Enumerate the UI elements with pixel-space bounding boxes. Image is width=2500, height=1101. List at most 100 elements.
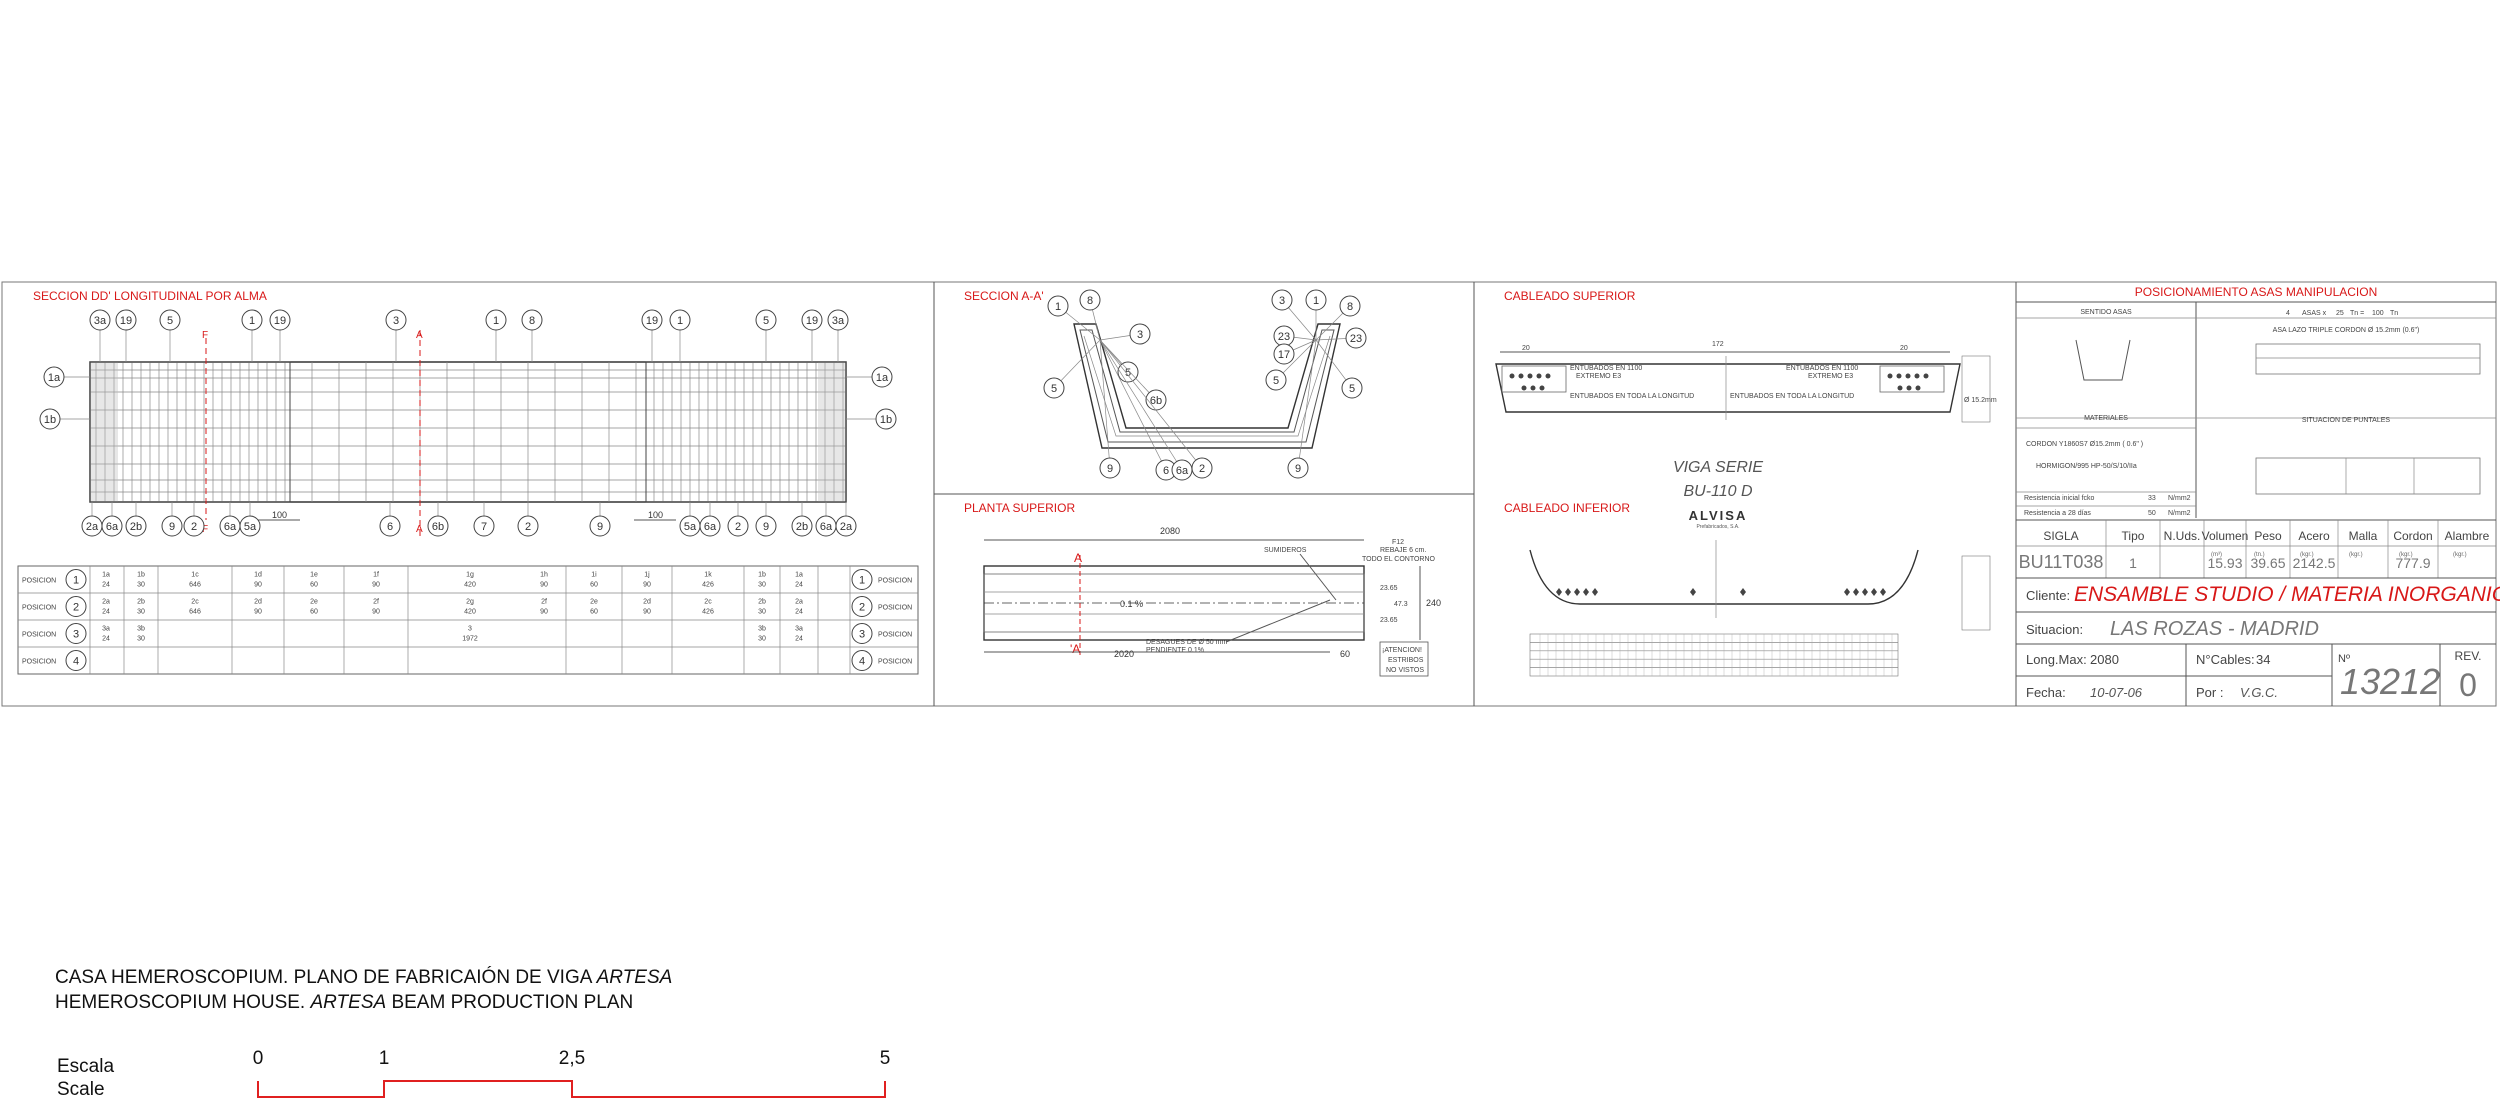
callout-top-11: 19 bbox=[801, 309, 823, 362]
extremo-left: EXTREMO E3 bbox=[1576, 373, 1621, 380]
spec-header-3: Volumen bbox=[2202, 529, 2249, 543]
cell-2-3-id: 3b bbox=[758, 626, 766, 633]
materiales-label: MATERIALES bbox=[2084, 415, 2128, 422]
callout-bottom-3: 9 bbox=[161, 502, 183, 537]
svg-text:6: 6 bbox=[1163, 465, 1169, 477]
marker-a-bottom: A bbox=[416, 524, 423, 535]
callout-top-8: 19 bbox=[641, 309, 663, 362]
aa-callout-9: 2 bbox=[1099, 339, 1213, 479]
alvisa-sub: Prefabricados, S.A. bbox=[1696, 524, 1739, 530]
callout-top-1: 19 bbox=[115, 309, 137, 362]
aa-callout-2: 3 bbox=[1099, 323, 1151, 345]
title-block-panel: POSICIONAMIENTO ASAS MANIPULACION SENTID… bbox=[2016, 285, 2500, 706]
tn-unit: Tn bbox=[2390, 310, 2398, 317]
scale-tick-1: 1 bbox=[379, 1048, 390, 1069]
callout-left-1a: 1a bbox=[43, 366, 90, 388]
asa-desc: ASA LAZO TRIPLE CORDON Ø 15.2mm (0.6") bbox=[2273, 327, 2420, 334]
cell-1-3-len: 90 bbox=[254, 609, 262, 616]
aa-callout-11: 1 bbox=[1305, 289, 1327, 340]
cell-1-12-len: 24 bbox=[795, 609, 803, 616]
callout-top-3: 1 bbox=[241, 309, 263, 362]
svg-text:6: 6 bbox=[387, 521, 393, 533]
fecha-label: Fecha: bbox=[2026, 685, 2066, 700]
res-inicial-label: Resistencia inicial fcko bbox=[2024, 495, 2095, 502]
cell-2-1-len: 30 bbox=[137, 636, 145, 643]
row-pos-left-3: POSICION bbox=[22, 659, 56, 666]
cell-0-4-len: 60 bbox=[310, 582, 318, 589]
cell-0-1-len: 30 bbox=[137, 582, 145, 589]
callout-bottom-5: 6a bbox=[219, 502, 241, 537]
svg-text:5a: 5a bbox=[244, 521, 257, 533]
por-value: V.G.C. bbox=[2240, 685, 2278, 700]
row-num-right-0: 1 bbox=[851, 569, 873, 590]
desagues-label: DESAGUES DE Ø 50 mm bbox=[1146, 639, 1227, 646]
cell-0-12-len: 24 bbox=[795, 582, 803, 589]
alvisa-logo: ALVISA bbox=[1689, 508, 1748, 523]
cell-1-5-id: 2f bbox=[373, 599, 379, 606]
section-aa-title: SECCION A-A' bbox=[964, 289, 1044, 303]
dim-20-right: 20 bbox=[1900, 345, 1908, 352]
callout-bottom-9: 7 bbox=[473, 502, 495, 537]
svg-text:3a: 3a bbox=[832, 315, 845, 327]
ent-toda-right: ENTUBADOS EN TODA LA LONGITUD bbox=[1730, 393, 1854, 400]
svg-text:9: 9 bbox=[763, 521, 769, 533]
cell-0-7-len: 90 bbox=[540, 582, 548, 589]
callout-top-9: 1 bbox=[669, 309, 691, 362]
svg-text:2b: 2b bbox=[130, 521, 142, 533]
spec-value-1: 1 bbox=[2129, 555, 2137, 571]
svg-text:2: 2 bbox=[525, 521, 531, 533]
aa-callout-18: 9 bbox=[1287, 339, 1317, 479]
cell-2-4-id: 3a bbox=[795, 626, 803, 633]
cell-2-1-id: 3b bbox=[137, 626, 145, 633]
spec-header-6: Malla bbox=[2349, 529, 2378, 543]
spec-unit-4: (tn.) bbox=[2254, 552, 2265, 558]
callout-bottom-10: 2 bbox=[517, 502, 539, 537]
cliente-value: ENSAMBLE STUDIO / MATERIA INORGANICA bbox=[2074, 583, 2500, 606]
cell-1-7-len: 90 bbox=[540, 609, 548, 616]
cell-2-2-len: 1972 bbox=[462, 636, 478, 643]
callout-bottom-18: 2a bbox=[835, 502, 857, 537]
svg-text:5: 5 bbox=[763, 315, 769, 327]
rev-value: 0 bbox=[2459, 667, 2477, 703]
ent-toda-left: ENTUBADOS EN TODA LA LONGITUD bbox=[1570, 393, 1694, 400]
row-pos-left-1: POSICION bbox=[22, 605, 56, 612]
sheet-frame bbox=[1, 281, 2497, 707]
spec-header-4: Peso bbox=[2254, 529, 2282, 543]
callout-top-7: 8 bbox=[521, 309, 543, 362]
svg-text:2: 2 bbox=[859, 601, 865, 613]
marker-f-bottom: F bbox=[202, 524, 208, 535]
spec-header-8: Alambre bbox=[2445, 529, 2490, 543]
scale-bar-line bbox=[257, 1080, 886, 1098]
svg-text:23: 23 bbox=[1278, 331, 1290, 343]
cell-0-2-id: 1c bbox=[191, 572, 199, 579]
spec-value-4: 39.65 bbox=[2250, 555, 2285, 571]
res-28-val: 50 bbox=[2148, 510, 2156, 517]
caption: CASA HEMEROSCOPIUM. PLANO DE FABRICAIÓN … bbox=[55, 966, 672, 1013]
svg-text:8: 8 bbox=[1347, 301, 1353, 313]
cell-1-4-id: 2e bbox=[310, 599, 318, 606]
row-num-left-1: 2 bbox=[65, 596, 87, 617]
dim-240: 240 bbox=[1426, 598, 1441, 608]
spec-header-1: Tipo bbox=[2122, 529, 2145, 543]
scale-label-es: Escala bbox=[57, 1056, 114, 1077]
extremo-right: EXTREMO E3 bbox=[1808, 373, 1853, 380]
callout-top-6: 1 bbox=[485, 309, 507, 362]
cell-1-1-len: 30 bbox=[137, 609, 145, 616]
svg-text:6a: 6a bbox=[820, 521, 833, 533]
spec-unit-5: (kgr.) bbox=[2300, 552, 2314, 558]
cell-1-10-len: 426 bbox=[702, 609, 714, 616]
svg-text:19: 19 bbox=[806, 315, 818, 327]
callout-bottom-15: 9 bbox=[755, 502, 777, 537]
svg-text:5: 5 bbox=[1051, 383, 1057, 395]
svg-text:4: 4 bbox=[859, 655, 865, 667]
svg-text:5: 5 bbox=[1273, 375, 1279, 387]
spec-header-5: Acero bbox=[2298, 529, 2330, 543]
longitudinal-section-panel: SECCION DD' LONGITUDINAL POR ALMA F A F … bbox=[17, 289, 919, 675]
note-contorno: TODO EL CONTORNO bbox=[1362, 556, 1436, 563]
cell-0-11-len: 30 bbox=[758, 582, 766, 589]
ncables-label: N°Cables: bbox=[2196, 652, 2255, 667]
svg-text:3: 3 bbox=[1137, 329, 1143, 341]
svg-text:1: 1 bbox=[73, 574, 79, 586]
